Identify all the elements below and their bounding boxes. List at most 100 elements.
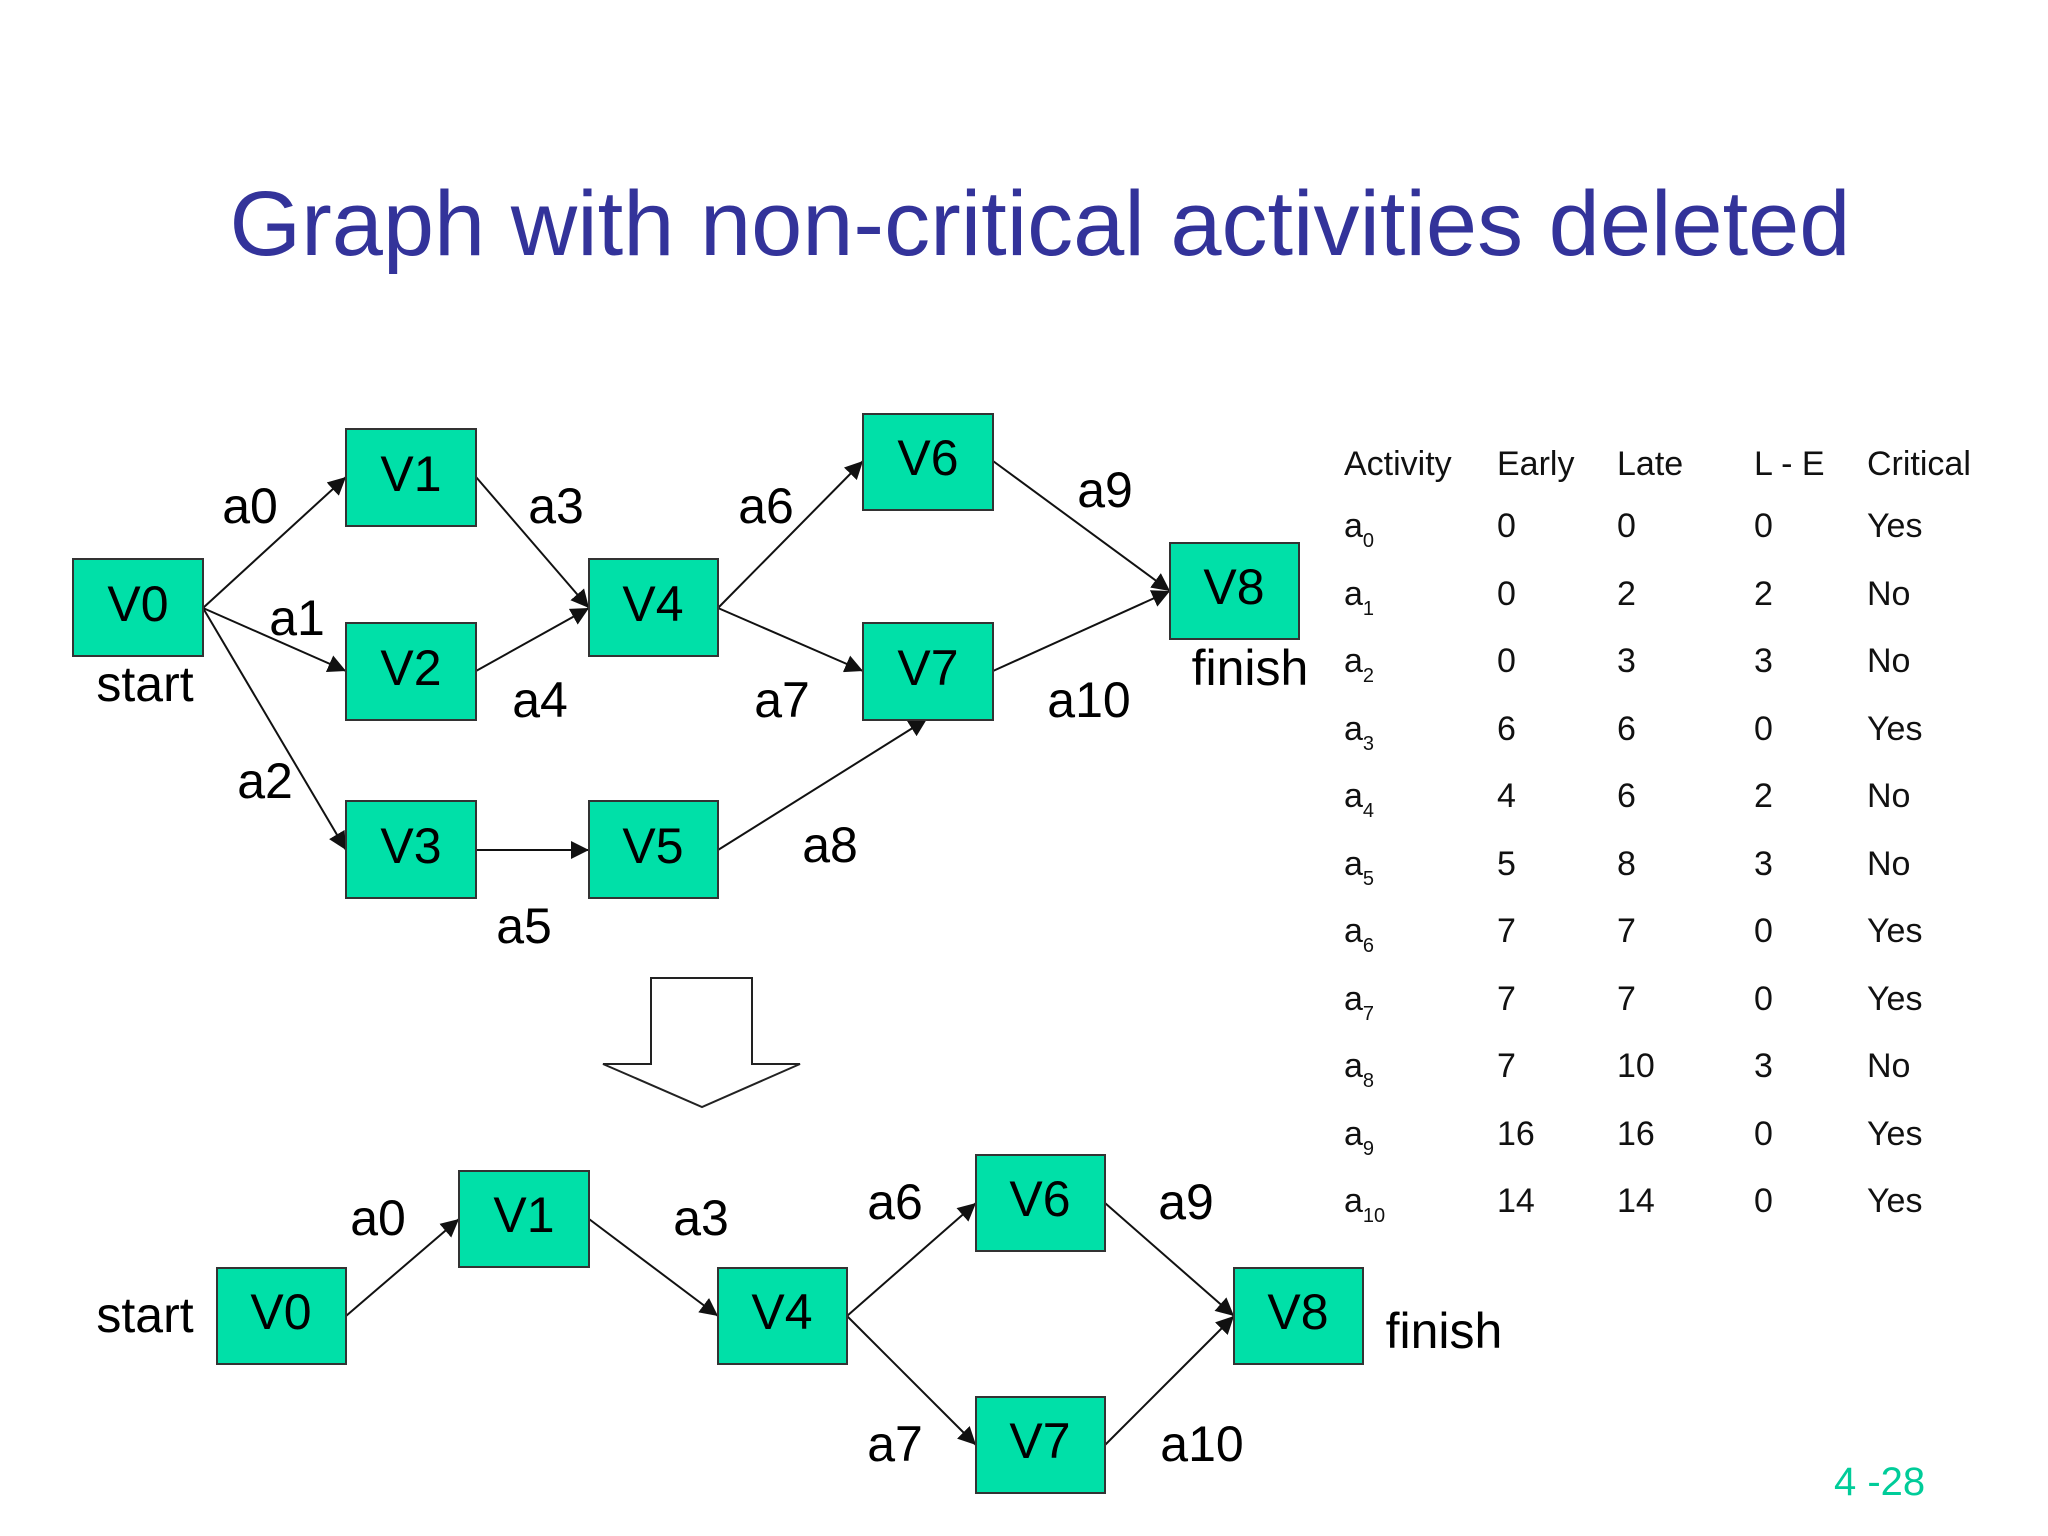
bottom-graph-edges xyxy=(345,1202,1235,1446)
bottom-finish-label: finish xyxy=(1386,1303,1503,1359)
cell-late: 10 xyxy=(1617,1047,1655,1085)
activity-name: a xyxy=(1344,1114,1363,1153)
top-node-v5: V5 xyxy=(588,800,719,899)
cell-activity: a3 xyxy=(1344,710,1374,755)
cell-l-minus-e: 0 xyxy=(1754,709,1773,748)
svg-text:V7: V7 xyxy=(1009,1413,1070,1469)
top-edge-label-a6: a6 xyxy=(738,478,794,534)
bottom-graph-edge-labels: a0 a3 a6 a7 a9 a10 start finish xyxy=(96,1174,1502,1472)
cell-l-minus-e: 2 xyxy=(1754,777,1773,815)
top-edge-a1 xyxy=(202,607,347,672)
cell-early: 7 xyxy=(1497,912,1516,950)
top-edge-label-a1: a1 xyxy=(269,590,325,646)
bottom-start-label: start xyxy=(96,1287,193,1343)
cell-activity: a1 xyxy=(1344,575,1374,620)
cell-l-minus-e: 0 xyxy=(1754,912,1773,950)
cell-critical: No xyxy=(1867,1047,1911,1085)
top-edge-label-a10: a10 xyxy=(1047,672,1130,728)
top-graph-nodes: V0 V1 V2 V3 V4 V5 V6 V7 V8 xyxy=(72,413,1300,899)
cell-activity: a7 xyxy=(1344,980,1374,1025)
bottom-edge-label-a10: a10 xyxy=(1160,1416,1243,1472)
cell-late: 8 xyxy=(1617,844,1636,883)
bottom-edge-a6 xyxy=(846,1202,977,1317)
cell-early: 4 xyxy=(1497,777,1516,815)
top-edge-a9 xyxy=(992,460,1171,592)
activity-subscript: 6 xyxy=(1362,935,1375,957)
top-graph-edge-labels: a0 a1 a2 a3 a4 a5 a6 a7 a8 a9 a10 start … xyxy=(96,462,1308,954)
top-edge-label-a5: a5 xyxy=(496,898,552,954)
top-edge-a8 xyxy=(717,718,928,851)
cell-late: 6 xyxy=(1617,709,1636,748)
svg-text:V6: V6 xyxy=(1009,1171,1070,1227)
header-late: Late xyxy=(1617,445,1684,483)
top-node-v0: V0 xyxy=(72,558,204,657)
activity-name: a xyxy=(1344,912,1363,950)
activity-name: a xyxy=(1344,1047,1363,1085)
bottom-edge-a3 xyxy=(588,1218,719,1317)
svg-text:V5: V5 xyxy=(622,818,683,874)
top-node-v4: V4 xyxy=(588,558,719,657)
bottom-graph-nodes: V0 V1 V4 V6 V7 V8 xyxy=(216,1154,1364,1494)
top-edge-a3 xyxy=(475,476,590,609)
svg-text:V0: V0 xyxy=(107,576,168,632)
cell-l-minus-e: 3 xyxy=(1754,844,1773,883)
top-edge-label-a2: a2 xyxy=(237,753,293,809)
activity-subscript: 5 xyxy=(1362,867,1375,890)
bottom-node-v8: V8 xyxy=(1233,1267,1364,1365)
cell-critical: Yes xyxy=(1867,709,1923,748)
bottom-node-v1: V1 xyxy=(458,1170,590,1268)
activity-subscript: 3 xyxy=(1362,732,1375,755)
slide-title: Graph with non-critical activities delet… xyxy=(229,173,1851,275)
top-node-v7: V7 xyxy=(862,622,994,721)
bottom-edge-label-a0: a0 xyxy=(350,1190,406,1246)
activity-subscript: 1 xyxy=(1362,597,1375,620)
top-edge-a4 xyxy=(475,607,590,672)
cell-late: 2 xyxy=(1617,574,1636,613)
activity-subscript: 9 xyxy=(1362,1137,1375,1160)
top-edge-label-a8: a8 xyxy=(802,817,858,873)
top-edge-label-a7: a7 xyxy=(754,672,810,728)
top-node-v8: V8 xyxy=(1169,542,1300,640)
cell-critical: Yes xyxy=(1867,912,1923,950)
cell-critical: No xyxy=(1867,777,1911,815)
cell-critical: No xyxy=(1867,642,1911,680)
bottom-edge-a7 xyxy=(846,1315,977,1446)
cell-early: 7 xyxy=(1497,979,1516,1018)
top-edge-a10 xyxy=(992,590,1171,672)
activity-name: a xyxy=(1344,1182,1363,1220)
svg-text:V7: V7 xyxy=(897,640,958,696)
activity-name: a xyxy=(1344,642,1363,680)
header-l-minus-e: L - E xyxy=(1754,445,1825,483)
activity-name: a xyxy=(1344,507,1363,545)
cell-late: 7 xyxy=(1617,912,1636,950)
cell-activity: a2 xyxy=(1344,642,1374,687)
top-node-v6: V6 xyxy=(862,413,994,511)
bottom-node-v6: V6 xyxy=(975,1154,1106,1252)
cell-activity: a4 xyxy=(1344,777,1374,822)
top-edge-label-a9: a9 xyxy=(1077,462,1133,518)
cell-early: 0 xyxy=(1497,507,1516,545)
cell-activity: a5 xyxy=(1344,844,1374,890)
top-node-v2: V2 xyxy=(345,622,477,721)
top-edge-label-a3: a3 xyxy=(528,478,584,534)
cell-l-minus-e: 3 xyxy=(1754,642,1773,680)
bottom-node-v4: V4 xyxy=(717,1267,848,1365)
cell-l-minus-e: 0 xyxy=(1754,979,1773,1018)
header-early: Early xyxy=(1497,445,1575,483)
cell-late: 6 xyxy=(1617,777,1636,815)
activity-subscript: 0 xyxy=(1362,530,1375,552)
bottom-edge-a0 xyxy=(345,1218,460,1317)
cell-activity: a10 xyxy=(1344,1182,1385,1227)
svg-text:V8: V8 xyxy=(1203,559,1264,615)
top-edge-a7 xyxy=(717,607,864,673)
cell-activity: a6 xyxy=(1344,912,1374,957)
top-edge-a0 xyxy=(202,476,347,609)
cell-critical: Yes xyxy=(1867,1182,1923,1220)
activity-name: a xyxy=(1344,777,1363,815)
cell-early: 6 xyxy=(1497,709,1516,748)
cell-early: 0 xyxy=(1497,574,1516,613)
activity-name: a xyxy=(1344,844,1363,883)
cell-critical: Yes xyxy=(1867,507,1923,545)
top-graph-edges xyxy=(202,460,1171,859)
